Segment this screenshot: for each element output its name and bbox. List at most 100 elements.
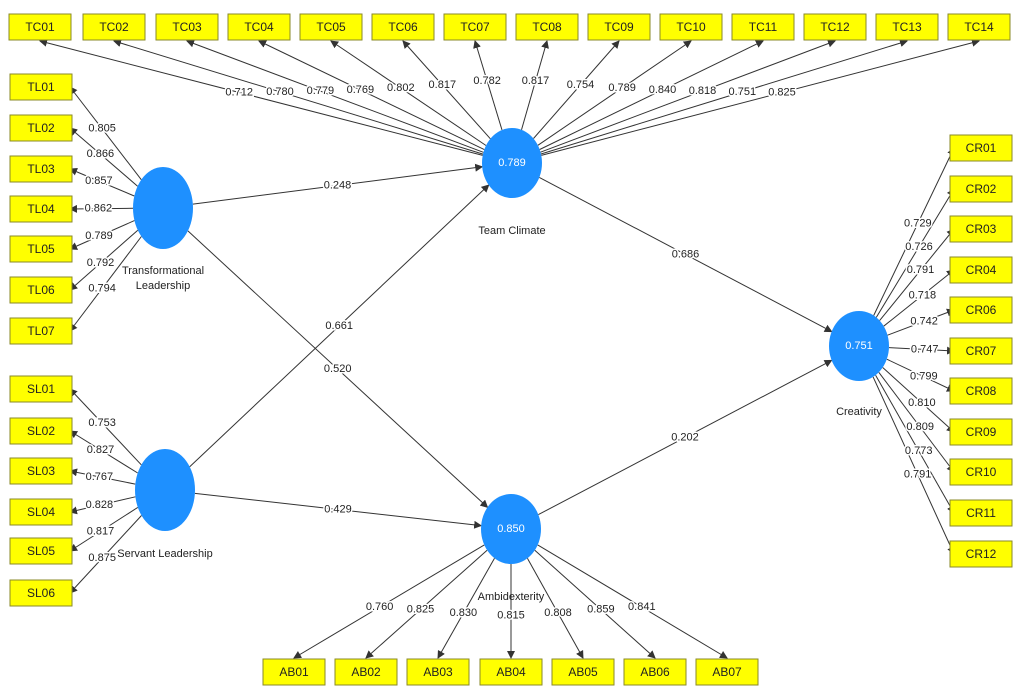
indicator-box-ab01[interactable] [262,658,326,686]
indicator-box-cr06[interactable] [949,296,1013,324]
indicator-box-tc13[interactable] [875,13,939,41]
indicator-label-cr10: CR10 [966,465,997,479]
indicator-box-cr12[interactable] [949,540,1013,568]
loading-value-cr11: 0.773 [905,445,933,457]
indicator-box-sl02[interactable] [9,417,73,445]
path-coefficient-tl-to-tc: 0.248 [324,180,352,192]
indicator-box-cr01[interactable] [949,134,1013,162]
loading-value-cr10: 0.809 [906,421,934,433]
indicator-box-ab04[interactable] [479,658,543,686]
indicator-box-sl03[interactable] [9,457,73,485]
path-arrow-tc-to-cr [539,176,833,333]
indicator-label-cr07: CR07 [966,344,997,358]
loading-value-tc13: 0.751 [729,86,757,98]
indicator-box-tc08[interactable] [515,13,579,41]
indicator-box-tl01[interactable] [9,73,73,101]
loading-value-cr08: 0.799 [910,371,938,383]
construct-node-sl[interactable] [135,449,195,531]
loading-arrow-sl05 [69,506,139,552]
indicator-label-ab02: AB02 [351,665,381,679]
indicator-box-cr04[interactable] [949,256,1013,284]
indicator-box-tc05[interactable] [299,13,363,41]
loading-arrow-tc06 [402,40,491,140]
construct-name-cr: Creativity [836,406,882,418]
indicator-label-cr04: CR04 [966,263,997,277]
indicator-box-tc02[interactable] [82,13,146,41]
indicator-box-cr02[interactable] [949,175,1013,203]
loading-arrow-cr10 [878,371,955,473]
indicator-box-tl02[interactable] [9,114,73,142]
loading-arrow-cr06 [887,308,955,336]
loading-arrow-tc07 [473,40,503,131]
loading-arrow-cr08 [886,358,955,392]
indicator-box-tc12[interactable] [803,13,867,41]
loading-arrow-cr07 [888,346,955,355]
indicator-box-sl06[interactable] [9,579,73,607]
indicator-box-tc09[interactable] [587,13,651,41]
loading-value-tc03: 0.779 [307,85,335,97]
loading-arrow-cr02 [875,188,955,318]
construct-node-ab[interactable] [481,494,541,564]
path-coefficient-tc-to-cr: 0.686 [672,249,700,261]
construct-node-cr[interactable] [829,311,889,381]
indicator-box-tl05[interactable] [9,235,73,263]
loading-arrow-cr04 [883,269,955,327]
indicator-label-tc03: TC03 [172,20,202,34]
indicator-label-ab06: AB06 [640,665,670,679]
indicator-box-sl04[interactable] [9,498,73,526]
loading-value-cr01: 0.729 [904,217,932,229]
construct-node-tc[interactable] [482,128,542,198]
indicator-box-tc07[interactable] [443,13,507,41]
indicator-label-cr09: CR09 [966,425,997,439]
loading-arrow-tc03 [186,39,484,153]
loading-value-tc09: 0.754 [567,79,595,91]
loading-value-ab05: 0.808 [544,607,572,619]
loading-value-sl01: 0.753 [88,417,116,429]
indicator-box-tc10[interactable] [659,13,723,41]
indicator-label-sl05: SL05 [27,544,55,558]
indicator-box-cr08[interactable] [949,377,1013,405]
indicator-label-tl02: TL02 [27,121,55,135]
loading-value-cr06: 0.742 [910,315,938,327]
indicator-label-tl07: TL07 [27,324,55,338]
loading-arrow-sl01 [69,388,142,466]
loading-value-tl02: 0.866 [87,148,115,160]
indicator-box-tc11[interactable] [731,13,795,41]
indicator-box-cr07[interactable] [949,337,1013,365]
construct-name-tc: Team Climate [478,225,545,237]
indicator-box-sl01[interactable] [9,375,73,403]
loading-arrow-cr12 [872,376,955,555]
path-coefficient-ab-to-cr: 0.202 [671,432,699,444]
indicator-box-tc04[interactable] [227,13,291,41]
indicator-box-tc01[interactable] [8,13,72,41]
indicator-box-cr03[interactable] [949,215,1013,243]
construct-node-tl[interactable] [133,167,193,249]
indicator-box-tl07[interactable] [9,317,73,345]
indicator-box-tl04[interactable] [9,195,73,223]
loading-arrow-ab03 [437,557,495,659]
indicator-box-ab07[interactable] [695,658,759,686]
indicator-box-ab03[interactable] [406,658,470,686]
indicator-box-cr10[interactable] [949,458,1013,486]
indicator-box-tl06[interactable] [9,276,73,304]
indicator-label-cr03: CR03 [966,222,997,236]
indicator-label-tc08: TC08 [532,20,562,34]
loading-arrow-tc14 [541,38,980,156]
indicator-box-tc03[interactable] [155,13,219,41]
loading-value-tc04: 0.769 [347,84,375,96]
path-arrow-sl-to-ab [194,492,483,529]
indicator-box-tc06[interactable] [371,13,435,41]
indicator-box-cr09[interactable] [949,418,1013,446]
loading-value-ab07: 0.841 [628,601,656,613]
indicator-box-ab06[interactable] [623,658,687,686]
loading-value-sl04: 0.828 [86,499,114,511]
indicator-box-cr11[interactable] [949,499,1013,527]
indicator-box-ab02[interactable] [334,658,398,686]
loading-arrow-tc04 [258,40,485,151]
loading-arrow-ab07 [537,544,728,659]
indicator-box-tl03[interactable] [9,155,73,183]
construct-name-sl: Servant Leadership [117,548,212,560]
indicator-box-sl05[interactable] [9,537,73,565]
indicator-box-tc14[interactable] [947,13,1011,41]
indicator-box-ab05[interactable] [551,658,615,686]
